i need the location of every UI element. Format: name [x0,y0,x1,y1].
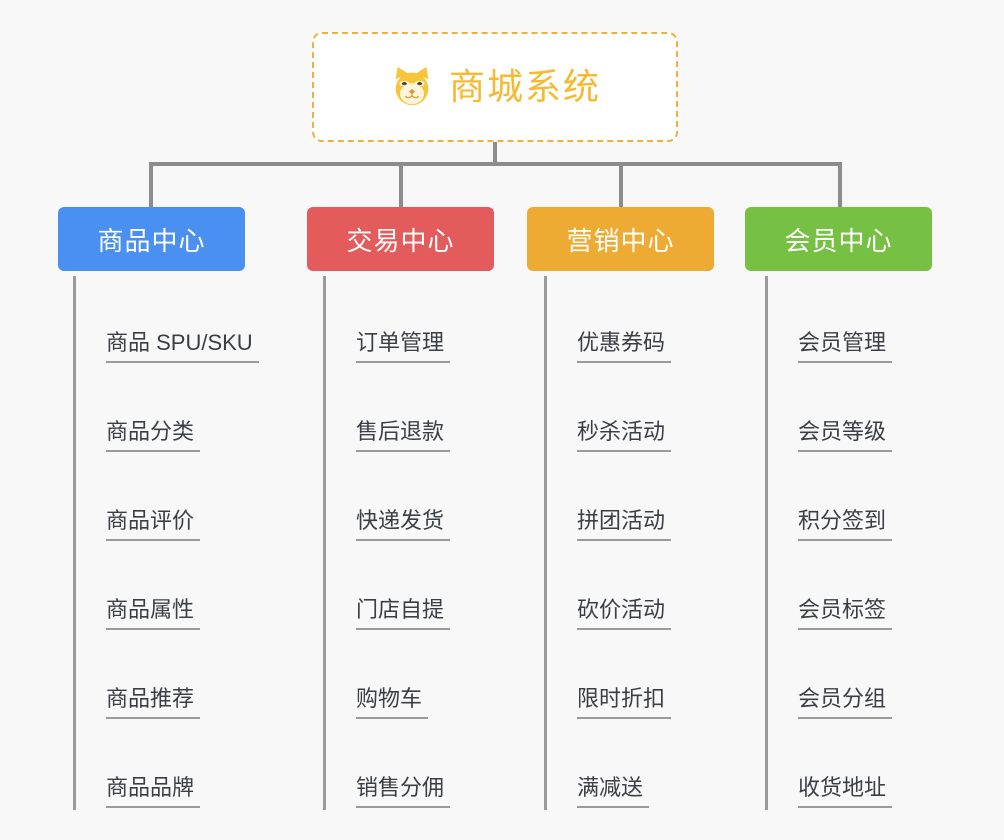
sub-list-product-center: 商品 SPU/SKU 商品分类 商品评价 商品属性 商品推荐 商品品牌 [73,276,259,810]
sub-list-trade-center: 订单管理 售后退款 快递发货 门店自提 购物车 销售分佣 [323,276,451,810]
list-item[interactable]: 积分签到 [768,454,893,543]
list-item-label: 商品推荐 [106,686,201,719]
connector-drop-product-center [149,162,153,208]
connector-drop-trade-center [399,162,403,208]
connector-root-stem [493,142,497,164]
list-item[interactable]: 商品推荐 [76,632,259,721]
list-item[interactable]: 优惠券码 [547,276,672,365]
list-item-label: 销售分佣 [356,775,451,808]
connector-drop-marketing-center [619,162,623,208]
connector-drop-member-center [838,162,842,208]
list-item-label: 优惠券码 [577,330,672,363]
list-item-label: 快递发货 [356,508,451,541]
list-item-label: 积分签到 [798,508,893,541]
category-box-trade-center[interactable]: 交易中心 [307,207,494,271]
list-item[interactable]: 商品品牌 [76,721,259,810]
list-item-label: 会员等级 [798,419,893,452]
list-item[interactable]: 秒杀活动 [547,365,672,454]
list-item[interactable]: 会员分组 [768,632,893,721]
list-item[interactable]: 购物车 [326,632,450,721]
list-item-label: 商品分类 [106,419,201,452]
list-item-label: 砍价活动 [577,597,672,630]
list-item[interactable]: 商品分类 [76,365,259,454]
list-item[interactable]: 会员等级 [768,365,893,454]
list-item[interactable]: 满减送 [547,721,671,810]
list-item-label: 商品 SPU/SKU [106,330,259,363]
list-item-label: 门店自提 [356,597,451,630]
list-item-label: 商品属性 [106,597,201,630]
list-item[interactable]: 会员管理 [768,276,893,365]
root-title: 商城系统 [448,66,601,107]
category-box-member-center[interactable]: 会员中心 [745,207,932,271]
connector-horizontal-bus [149,162,842,166]
list-item[interactable]: 拼团活动 [547,454,672,543]
shiba-dog-icon [395,66,429,106]
list-item-label: 订单管理 [356,330,451,363]
list-item-label: 会员管理 [798,330,893,363]
list-item[interactable]: 门店自提 [326,543,451,632]
list-item-label: 商品品牌 [106,775,201,808]
list-item[interactable]: 商品属性 [76,543,259,632]
category-label: 商品中心 [97,225,206,256]
list-item-label: 购物车 [356,686,429,719]
category-label: 交易中心 [346,225,455,256]
category-label: 营销中心 [566,225,675,256]
list-item-label: 会员标签 [798,597,893,630]
list-item[interactable]: 限时折扣 [547,632,672,721]
root-node[interactable]: 商城系统 [312,32,678,142]
category-box-product-center[interactable]: 商品中心 [58,207,245,271]
list-item-label: 收货地址 [798,775,893,808]
list-item-label: 售后退款 [356,419,451,452]
category-box-marketing-center[interactable]: 营销中心 [527,207,714,271]
list-item[interactable]: 售后退款 [326,365,451,454]
category-label: 会员中心 [784,225,893,256]
list-item[interactable]: 商品 SPU/SKU [76,276,259,365]
list-item[interactable]: 会员标签 [768,543,893,632]
list-item[interactable]: 商品评价 [76,454,259,543]
list-item-label: 拼团活动 [577,508,672,541]
list-item-label: 商品评价 [106,508,201,541]
list-item[interactable]: 砍价活动 [547,543,672,632]
sub-list-marketing-center: 优惠券码 秒杀活动 拼团活动 砍价活动 限时折扣 满减送 [544,276,672,810]
list-item[interactable]: 订单管理 [326,276,451,365]
list-item[interactable]: 销售分佣 [326,721,451,810]
list-item-label: 限时折扣 [577,686,672,719]
list-item-label: 会员分组 [798,686,893,719]
list-item[interactable]: 收货地址 [768,721,893,810]
sub-list-member-center: 会员管理 会员等级 积分签到 会员标签 会员分组 收货地址 [765,276,893,810]
list-item[interactable]: 快递发货 [326,454,451,543]
list-item-label: 满减送 [577,775,650,808]
list-item-label: 秒杀活动 [577,419,672,452]
